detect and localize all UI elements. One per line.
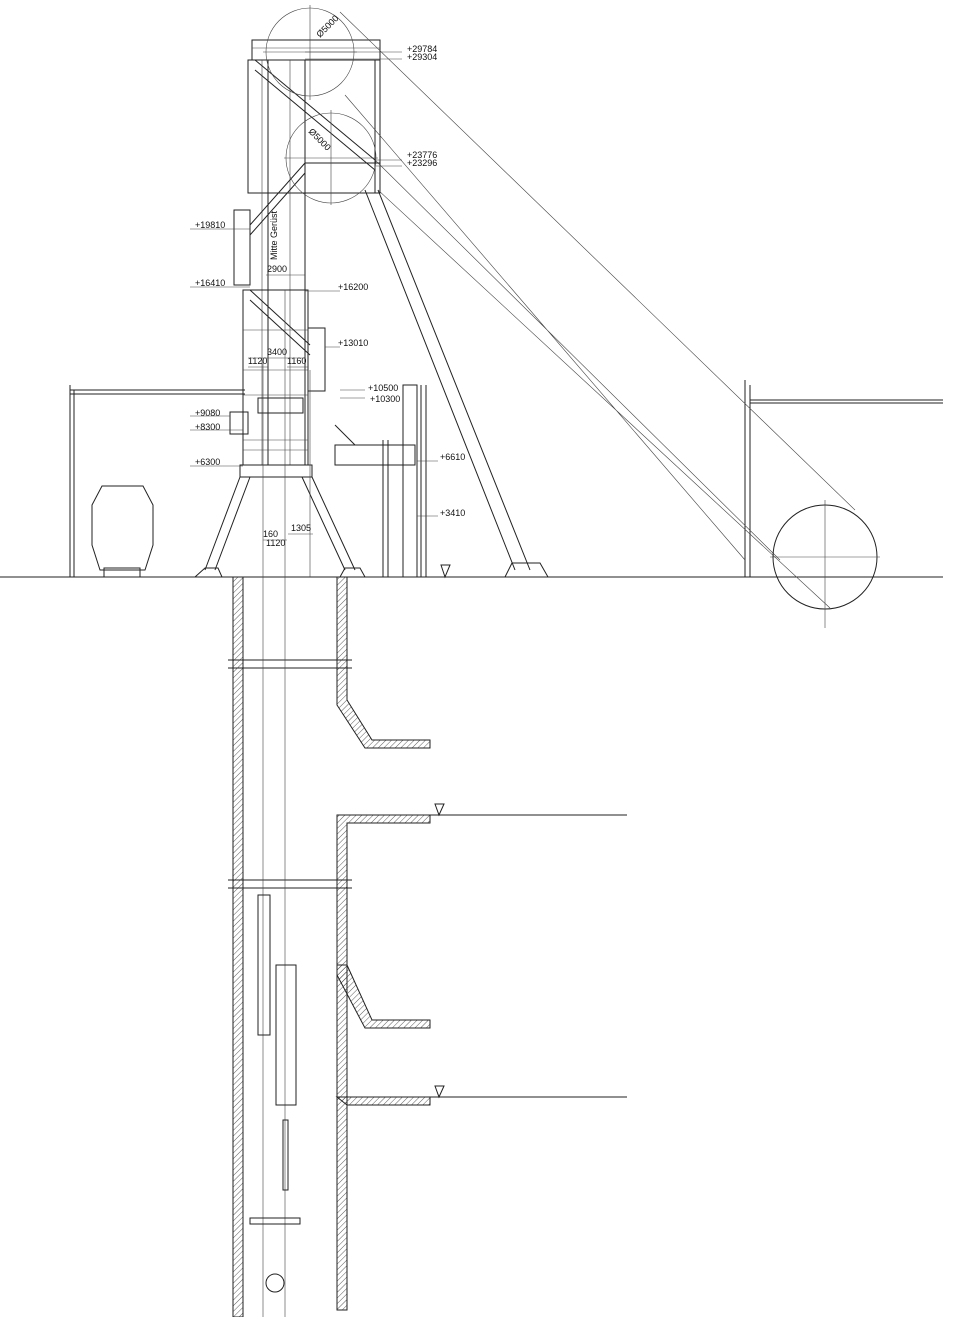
level-marker-icon <box>440 564 451 579</box>
level-10500: +10500 <box>368 383 398 393</box>
dim-3400: 3400 <box>267 347 287 357</box>
level-marker-icon <box>434 1085 445 1099</box>
level-6300: +6300 <box>195 457 220 467</box>
level-29304: +29304 <box>407 52 437 62</box>
dim-1120-lower: 1120 <box>266 538 285 548</box>
hoist-ropes <box>339 11 880 628</box>
level-marker-icon <box>434 803 445 817</box>
level-29784: +29784 <box>407 44 437 54</box>
dim-1120-upper: 1120 <box>248 356 267 366</box>
level-16410: +16410 <box>195 278 225 288</box>
back-leg <box>364 189 549 578</box>
level-13010: +13010 <box>338 338 368 348</box>
level-labels: +29784 +29304 +23776 +23296 +19810 +1641… <box>190 44 465 518</box>
level-23776: +23776 <box>407 150 437 160</box>
wheel-diameter-lower: Ø5000 <box>307 126 333 152</box>
dim-1160: 1160 <box>287 356 306 366</box>
dim-2900: 2900 <box>267 264 287 274</box>
level-6610: +6610 <box>440 452 465 462</box>
level-19810: +19810 <box>195 220 225 230</box>
mine-shaft <box>228 564 627 1317</box>
level-9080: +9080 <box>195 408 220 418</box>
level-8300: +8300 <box>195 422 220 432</box>
dim-1305: 1305 <box>291 523 311 533</box>
left-building <box>69 385 245 578</box>
wheel-diameter-top: Ø5000 <box>314 13 340 39</box>
headframe-tower <box>194 39 427 578</box>
centerline-label: Mitte Gerüst <box>269 210 279 260</box>
level-3410: +3410 <box>440 508 465 518</box>
vehicle-outline <box>91 485 154 571</box>
level-10300: +10300 <box>370 394 400 404</box>
conveyance-left <box>257 894 271 1036</box>
dim-160: 160 <box>263 529 278 539</box>
right-building <box>744 380 943 577</box>
conveyance-right <box>275 964 297 1106</box>
level-16200: +16200 <box>338 282 368 292</box>
level-23296: +23296 <box>407 158 437 168</box>
